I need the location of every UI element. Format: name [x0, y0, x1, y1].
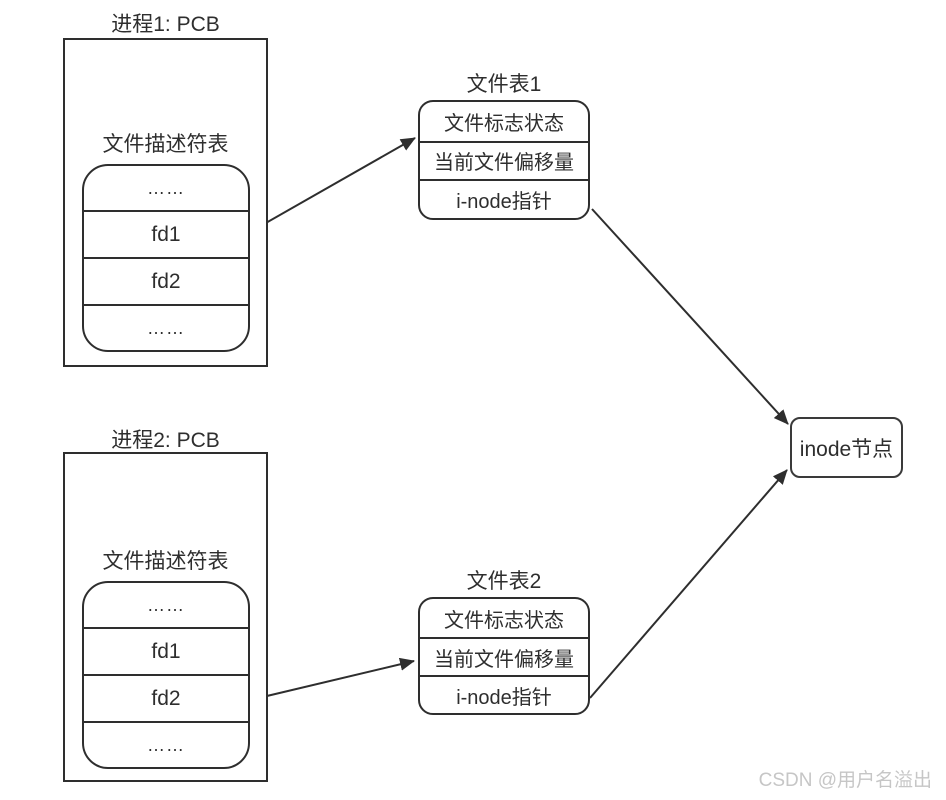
fd-row-dots-bottom: ……: [84, 304, 248, 350]
file-table-row-inode-pointer: i-node指针: [420, 675, 588, 713]
process2-title: 进程2: PCB: [111, 429, 220, 452]
fd-row-dots-top: ……: [147, 177, 185, 198]
process1-fd-table: …… fd1 fd2 ……: [82, 164, 250, 352]
fd-row-fd2: fd2: [84, 257, 248, 304]
fd-row-dots-bottom: ……: [84, 721, 248, 767]
process2-fd-table: …… fd1 fd2 ……: [82, 581, 250, 769]
fd-row-fd2: fd2: [84, 674, 248, 721]
file-table1: 文件标志状态 当前文件偏移量 i-node指针: [418, 100, 590, 220]
file-table2-title: 文件表2: [466, 570, 542, 593]
arrow-filetable2-to-inode: [589, 469, 788, 699]
arrow-fd1-to-filetable1: [249, 137, 416, 233]
file-table1-title: 文件表1: [466, 73, 542, 96]
fd-row-fd1: fd1: [84, 210, 248, 257]
arrow-filetable1-to-inode: [591, 208, 789, 425]
process1-title: 进程1: PCB: [111, 13, 220, 36]
file-table-row-flags: 文件标志状态: [444, 609, 564, 632]
file-table-row-flags: 文件标志状态: [444, 112, 564, 135]
file-table-row-inode-pointer: i-node指针: [420, 179, 588, 218]
fd-row-dots-top: ……: [147, 594, 185, 615]
fd-row-fd1: fd1: [84, 627, 248, 674]
process2-fd-table-label: 文件描述符表: [102, 550, 229, 573]
csdn-watermark: CSDN @用户名溢出: [758, 770, 932, 791]
inode-box: inode节点: [790, 417, 903, 478]
file-table2: 文件标志状态 当前文件偏移量 i-node指针: [418, 597, 590, 715]
file-table-row-offset: 当前文件偏移量: [420, 637, 588, 675]
process1-fd-table-label: 文件描述符表: [102, 133, 229, 156]
arrow-fd2-to-filetable2: [249, 657, 415, 701]
file-table-row-offset: 当前文件偏移量: [420, 140, 588, 180]
